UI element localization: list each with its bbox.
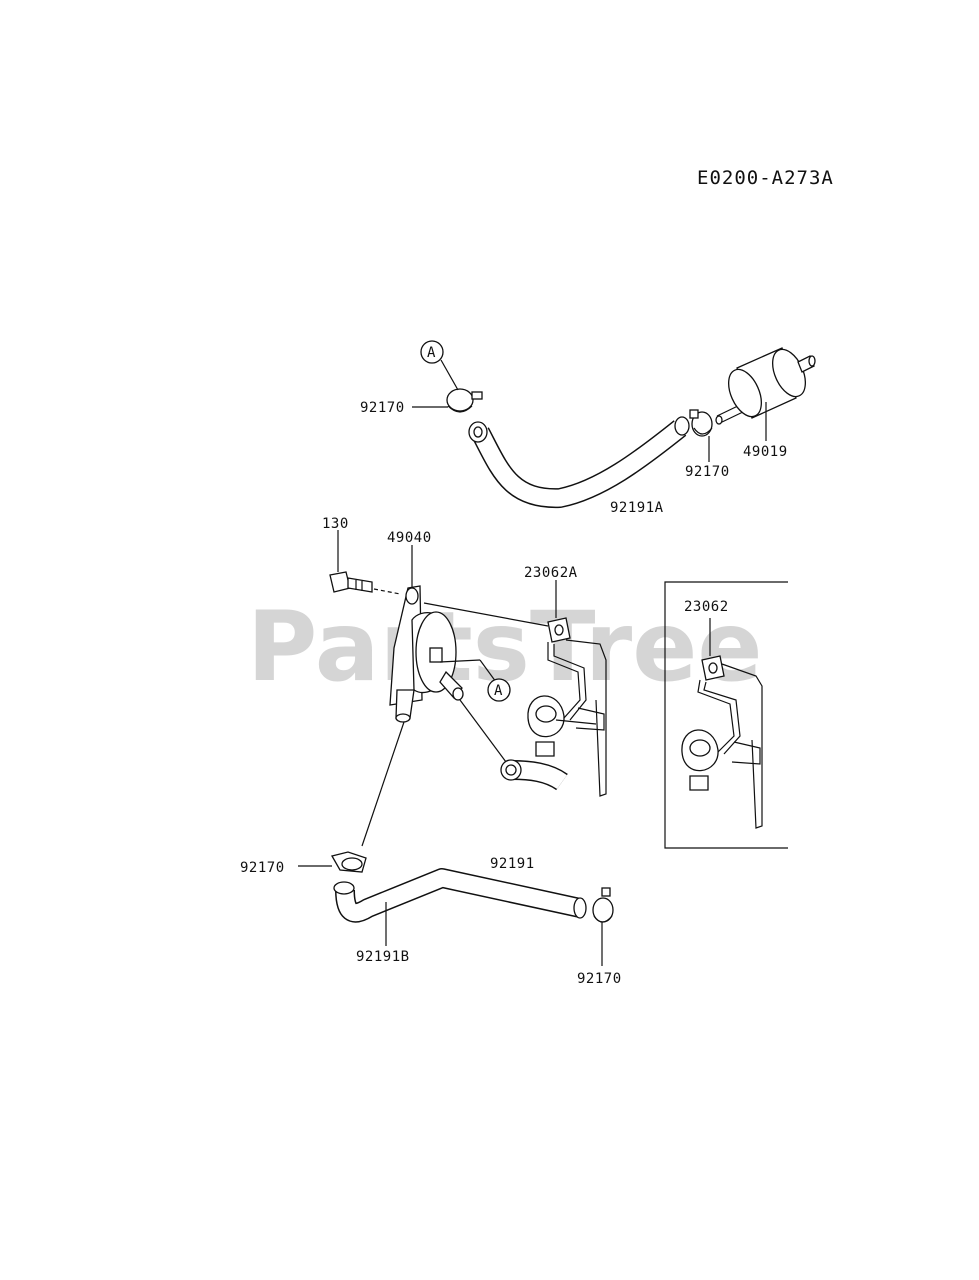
bracket-23062a[interactable]: [527, 580, 607, 797]
callout-a-top: A: [420, 340, 459, 391]
bolt-130[interactable]: [329, 530, 401, 595]
inset-box: [664, 581, 788, 849]
label-clamp-top-right: 92170: [685, 464, 730, 480]
fuel-filter[interactable]: [715, 344, 816, 425]
label-hose-bottom-b: 92191B: [356, 949, 410, 965]
callout-a-middle: A: [439, 659, 511, 702]
clamp-bottom-left[interactable]: [298, 851, 367, 873]
label-fuel-filter: 49019: [743, 444, 788, 460]
label-bracket-inset: 23062: [684, 599, 729, 615]
fuel-pump[interactable]: [389, 545, 464, 723]
clamp-bottom-right[interactable]: [592, 887, 614, 966]
hose-pump-outlet[interactable]: [500, 759, 568, 791]
bracket-23062-inset[interactable]: [681, 618, 763, 829]
label-clamp-top-left: 92170: [360, 400, 405, 416]
label-bracket: 23062A: [524, 565, 578, 581]
clamp-top-left[interactable]: [446, 388, 483, 413]
callout-a-top-text: A: [427, 345, 436, 361]
label-bolt: 130: [322, 516, 349, 532]
label-clamp-bottom-right: 92170: [577, 971, 622, 987]
label-fuel-pump: 49040: [387, 530, 432, 546]
clamp-top-right[interactable]: [689, 409, 713, 437]
label-clamp-bottom-left: 92170: [240, 860, 285, 876]
hose-92191[interactable]: [333, 868, 587, 923]
callout-a-middle-text: A: [494, 683, 503, 699]
hose-92191a[interactable]: [468, 416, 690, 509]
label-hose-bottom: 92191: [490, 856, 535, 872]
label-hose-top: 92191A: [610, 500, 664, 516]
diagram-code: E0200-A273A: [697, 167, 834, 189]
